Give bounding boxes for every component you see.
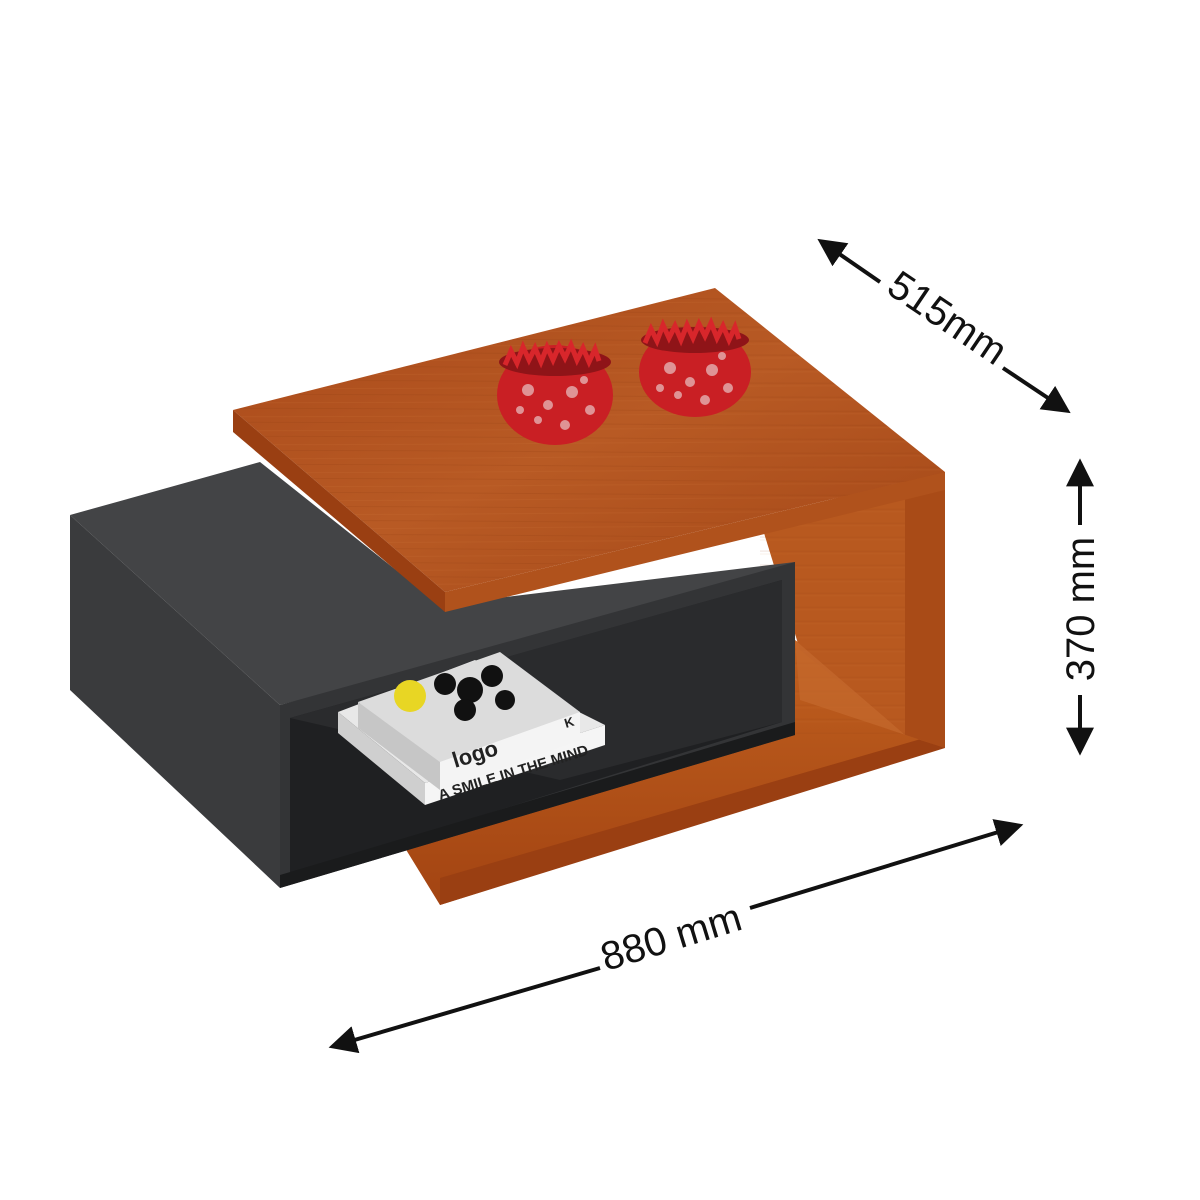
walnut-bottom-edge (440, 732, 945, 905)
height-dimension: 370 mm (1059, 458, 1103, 756)
book-top: logo K (358, 652, 580, 790)
height-label: 370 mm (1059, 537, 1103, 682)
black-block-bottom-edge (280, 722, 795, 888)
depth-arrow-left-segment (817, 238, 882, 284)
walnut-inner-floor (795, 640, 945, 748)
depth-label: 515mm (880, 263, 1015, 374)
book-yellow-dot (394, 680, 426, 712)
width-label: 880 mm (596, 895, 747, 979)
black-block-top-face (70, 462, 795, 705)
red-bowl-left (497, 338, 613, 445)
walnut-top-front-edge (233, 410, 445, 612)
decor-bowls (497, 316, 751, 445)
depth-arrow-right-segment (1001, 366, 1071, 414)
book-stack: A SMILE IN THE MIND logo K (338, 652, 605, 805)
red-bowl-right (639, 316, 751, 417)
walnut-top-right-edge (445, 472, 945, 612)
width-arrow-right-segment (749, 819, 1024, 910)
black-block-left-face (70, 515, 280, 888)
depth-dimension: 515mm (817, 238, 1071, 414)
walnut-side-panel (905, 472, 945, 748)
width-arrow-left-segment (328, 966, 601, 1054)
